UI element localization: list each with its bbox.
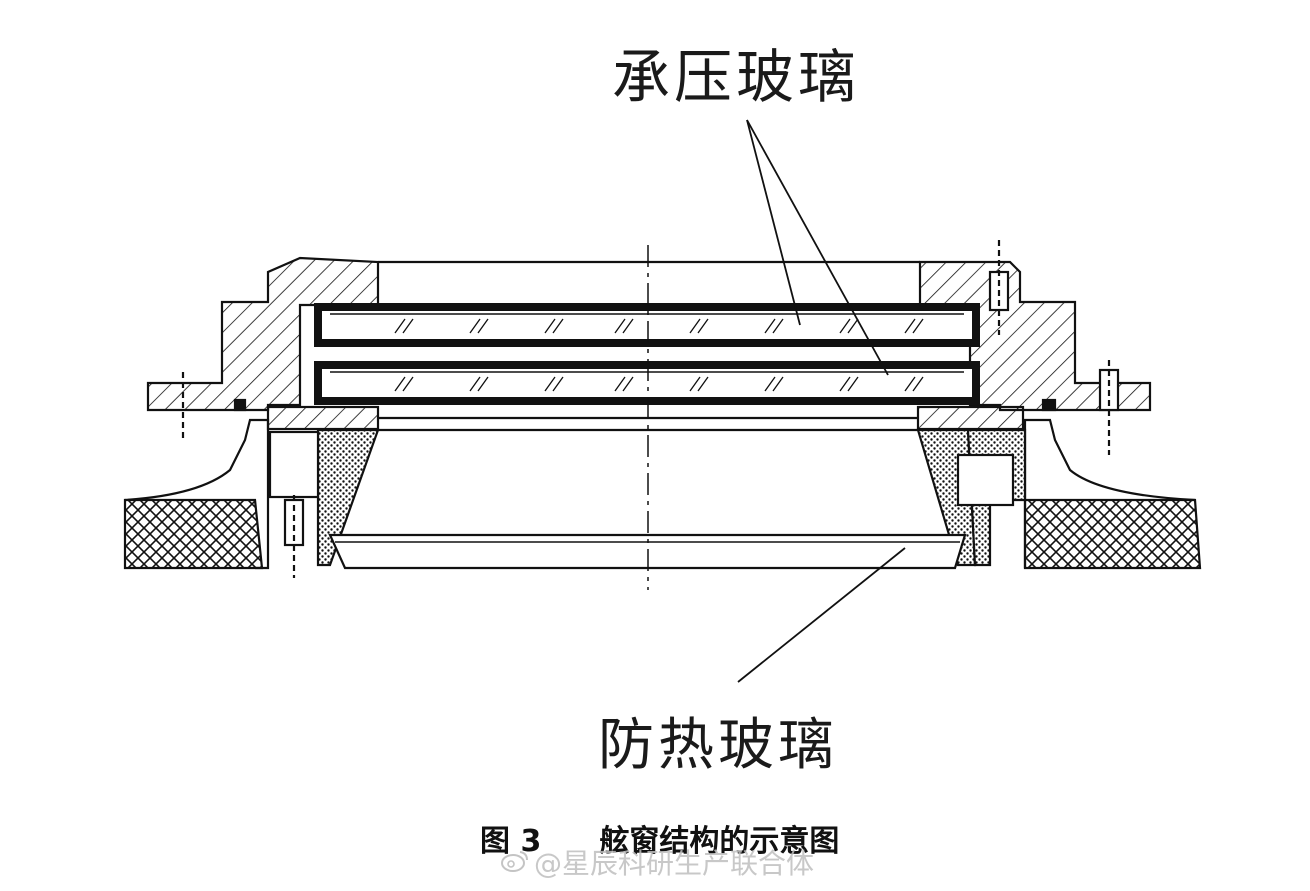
weibo-logo-icon xyxy=(500,847,530,880)
heat-glass-leader xyxy=(737,547,906,683)
pressure-glass-pane-1 xyxy=(314,303,980,347)
left-lower-bolt xyxy=(283,495,305,578)
right-lower-frame xyxy=(1023,418,1196,568)
pressure-glass-leaders xyxy=(746,119,889,376)
figure-caption: 图 3 舷窗结构的示意图 xyxy=(480,816,839,860)
left-inner-frame xyxy=(268,430,320,499)
watermark-text: @星辰科研生产联合体 xyxy=(534,847,815,880)
left-insulation-block xyxy=(123,498,264,570)
glass-texture-marks xyxy=(394,318,954,559)
left-gasket xyxy=(233,398,247,412)
right-top-bolt xyxy=(988,240,1010,335)
figure-title: 舷窗结构的示意图 xyxy=(599,824,840,859)
heat-glass-label: 防热玻璃 xyxy=(598,713,838,778)
pressure-glass-pane-2 xyxy=(314,361,980,405)
left-lower-frame xyxy=(124,418,270,570)
right-flange-bolt xyxy=(1098,360,1120,455)
right-insulation-block xyxy=(1023,498,1202,570)
right-inner-frame xyxy=(956,453,1015,507)
watermark: @星辰科研生产联合体 xyxy=(500,842,814,882)
figure-number: 图 3 xyxy=(480,824,542,859)
right-gasket xyxy=(1041,398,1057,412)
pressure-glass-label: 承压玻璃 xyxy=(612,43,861,111)
left-seal-block xyxy=(316,428,380,567)
